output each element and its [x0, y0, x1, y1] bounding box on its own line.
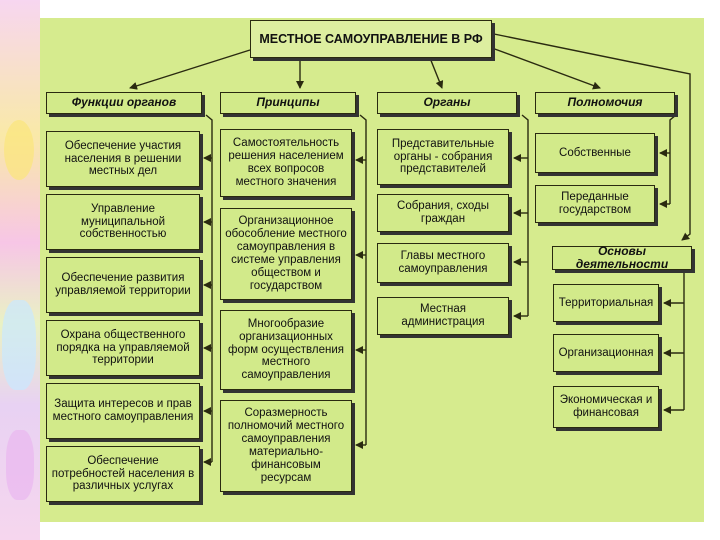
- power-item: Собственные: [535, 133, 655, 173]
- function-item: Обеспечение участия населения в решении …: [46, 131, 200, 187]
- basis-item: Организационная: [553, 334, 659, 372]
- organ-item: Местная администрация: [377, 297, 509, 335]
- principle-item: Соразмерность полномочий местного самоуп…: [220, 400, 352, 492]
- header-basis: Основы деятельности: [552, 244, 692, 271]
- function-item: Охрана общественного порядка на управляе…: [46, 320, 200, 376]
- organ-item: Представительные органы - собрания предс…: [377, 129, 509, 185]
- power-item: Переданные государством: [535, 185, 655, 223]
- header-powers: Полномочия: [535, 92, 675, 114]
- organ-item: Собрания, сходы граждан: [377, 194, 509, 232]
- basis-item: Экономическая и финансовая: [553, 386, 659, 428]
- function-item: Защита интересов и прав местного самоупр…: [46, 383, 200, 439]
- header-functions: Функции органов: [46, 92, 202, 114]
- principle-item: Организационное обособление местного сам…: [220, 208, 352, 300]
- principle-item: Многообразие организационных форм осущес…: [220, 310, 352, 390]
- decor-shape: [2, 300, 36, 390]
- function-item: Обеспечение развития управляемой террито…: [46, 257, 200, 313]
- decor-shape: [6, 430, 34, 500]
- header-principles: Принципы: [220, 92, 356, 114]
- organ-item: Главы местного самоуправления: [377, 243, 509, 283]
- basis-item: Территориальная: [553, 284, 659, 322]
- diagram-title: МЕСТНОЕ САМОУПРАВЛЕНИЕ В РФ: [250, 20, 492, 58]
- principle-item: Самостоятельность решения населением все…: [220, 129, 352, 197]
- decorative-side-strip: [0, 0, 40, 540]
- decor-shape: [4, 120, 34, 180]
- header-organs: Органы: [377, 92, 517, 114]
- function-item: Обеспечение потребностей населения в раз…: [46, 446, 200, 502]
- function-item: Управление муниципальной собственностью: [46, 194, 200, 250]
